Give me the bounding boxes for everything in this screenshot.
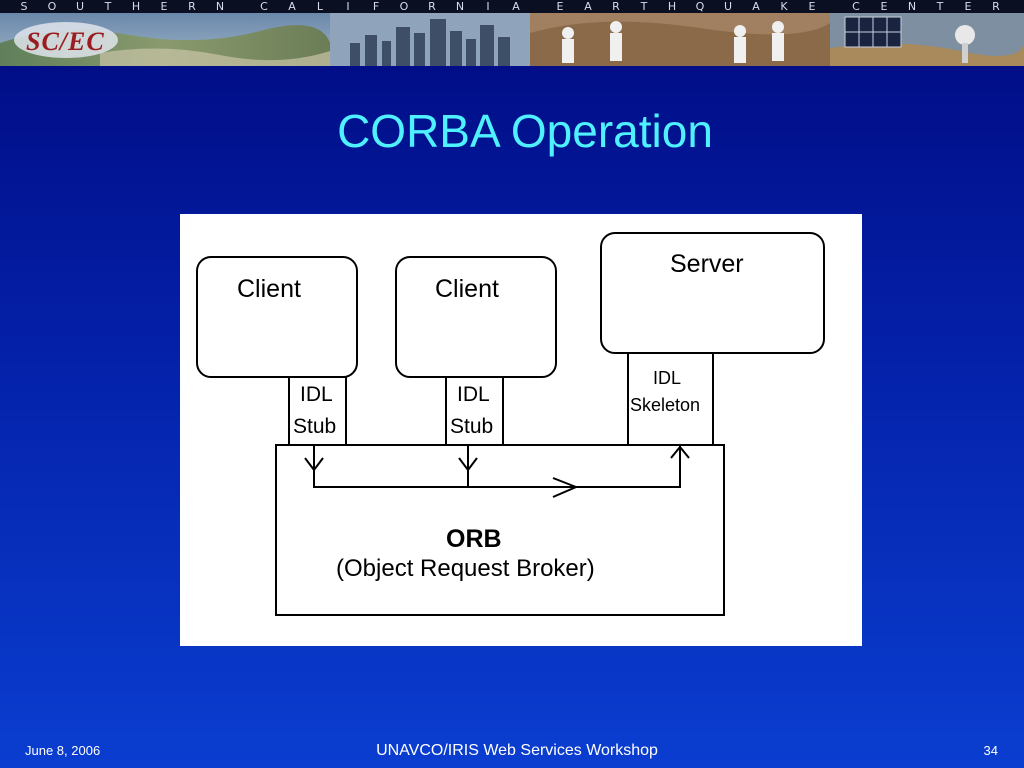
banner-letter: A xyxy=(752,0,760,13)
client-2-label: Client xyxy=(435,275,499,303)
banner-letter: K xyxy=(780,0,788,13)
banner-letter: R xyxy=(188,0,196,13)
banner-letter: L xyxy=(316,0,324,13)
client-1-label: Client xyxy=(237,275,301,303)
stub-1-label-line1: IDL xyxy=(300,383,333,406)
banner-letter: A xyxy=(584,0,592,13)
stub-2-label-line2: Stub xyxy=(450,415,493,438)
banner-letter: H xyxy=(667,0,677,13)
skeleton-label-line1: IDL xyxy=(653,368,681,388)
scec-logo-text: SC/EC xyxy=(26,27,105,56)
orb-label: ORB xyxy=(446,525,502,553)
banner-letter: N xyxy=(907,0,917,13)
banner-letter: T xyxy=(104,0,112,13)
footer-event: UNAVCO/IRIS Web Services Workshop xyxy=(376,742,658,759)
banner-letter: E xyxy=(556,0,564,13)
banner-letter: S xyxy=(20,0,28,13)
page-number: 34 xyxy=(983,743,998,758)
banner-letter: E xyxy=(880,0,888,13)
banner-letter: H xyxy=(131,0,141,13)
server-label: Server xyxy=(670,250,744,278)
banner-letter: Q xyxy=(695,0,705,13)
stub-2-label-line1: IDL xyxy=(457,383,490,406)
banner-letter: A xyxy=(512,0,520,13)
scec-logo: SC/EC xyxy=(12,20,120,60)
orb-box xyxy=(275,444,725,616)
banner-letter: N xyxy=(455,0,465,13)
slide-title: CORBA Operation xyxy=(337,105,713,157)
banner-letter: F xyxy=(372,0,380,13)
banner-letter: T xyxy=(936,0,944,13)
banner-letter: R xyxy=(612,0,620,13)
banner-letter: A xyxy=(288,0,296,13)
banner-letter: E xyxy=(964,0,972,13)
client-box-1 xyxy=(196,256,358,378)
corba-diagram: Client Client Server IDL Stub IDL Stub I… xyxy=(180,214,862,646)
footer-date: June 8, 2006 xyxy=(25,743,101,758)
banner-letter: I xyxy=(486,0,490,13)
banner-letter: U xyxy=(75,0,85,13)
flow-arrowhead xyxy=(552,477,579,498)
request-flow-line xyxy=(313,445,681,488)
banner-letter: I xyxy=(346,0,350,13)
stub2-arrowhead xyxy=(458,457,478,472)
banner-letter: C xyxy=(260,0,268,13)
banner-letter: E xyxy=(808,0,816,13)
banner-photo-collage xyxy=(0,13,1024,66)
stub-1-label-line2: Stub xyxy=(293,415,336,438)
banner-letter: T xyxy=(640,0,648,13)
banner-letter: U xyxy=(723,0,733,13)
skeleton-arrowhead xyxy=(670,445,690,459)
orb-sublabel: (Object Request Broker) xyxy=(336,555,595,582)
banner-letter: O xyxy=(47,0,57,13)
corba-diagram-svg: Client Client Server IDL Stub IDL Stub I… xyxy=(196,232,825,616)
banner-letter: E xyxy=(160,0,168,13)
banner-letter: C xyxy=(852,0,860,13)
banner-letter: N xyxy=(215,0,225,13)
banner-letter: R xyxy=(992,0,1000,13)
skeleton-label-line2: Skeleton xyxy=(630,395,700,415)
banner-letter: O xyxy=(399,0,409,13)
banner-letter: R xyxy=(428,0,436,13)
stub1-arrowhead xyxy=(304,457,324,472)
